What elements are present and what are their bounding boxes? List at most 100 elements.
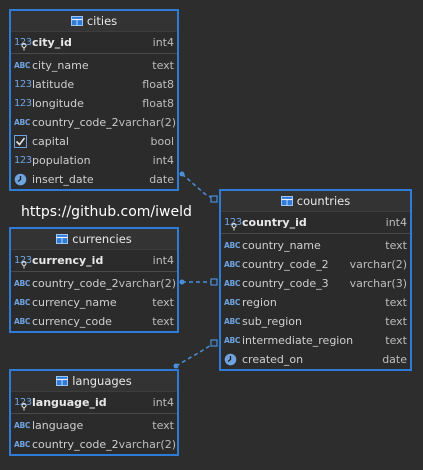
column-name: sub_region <box>242 315 302 328</box>
column-type: text <box>152 315 174 328</box>
table-header[interactable]: languages <box>11 371 177 392</box>
watermark-url: https://github.com/iweld <box>21 204 192 220</box>
column-name: country_code_2 <box>32 277 119 290</box>
column-name: currency_id <box>32 254 104 267</box>
column-type: text <box>385 296 407 309</box>
number-type-icon: 123 <box>14 155 32 166</box>
table-title: currencies <box>72 232 132 246</box>
column-type: text <box>385 315 407 328</box>
column-type: varchar(3) <box>349 277 407 290</box>
column-name: longitude <box>32 97 84 110</box>
link-end-currencies <box>179 279 185 285</box>
column-name: city_name <box>32 59 89 72</box>
table-icon <box>56 376 69 386</box>
column-name: region <box>242 296 277 309</box>
link-end-languages <box>173 363 179 369</box>
text-type-icon: ABC <box>224 279 241 288</box>
primary-key-icon: 123 <box>14 37 32 51</box>
column-type: text <box>385 334 407 347</box>
column-type: varchar(2) <box>118 277 176 290</box>
link-cities-countries <box>181 173 215 200</box>
column-type: int4 <box>152 36 174 49</box>
column-name: latitude <box>32 78 75 91</box>
table-title: languages <box>72 374 132 388</box>
link-languages-countries <box>175 342 215 367</box>
column-name: currency_name <box>32 296 117 309</box>
table-header[interactable]: currencies <box>11 229 177 250</box>
column-name: country_code_2 <box>32 116 119 129</box>
column-name: country_id <box>242 216 307 229</box>
clock-icon <box>14 173 32 186</box>
column-type: date <box>382 353 407 366</box>
link-anchor-countries-2 <box>210 278 218 286</box>
column-type: float8 <box>142 97 174 110</box>
column-type: varchar(2) <box>349 258 407 271</box>
column-row[interactable]: capital bool <box>11 132 177 151</box>
text-type-icon: ABC <box>14 421 31 430</box>
column-type: int4 <box>152 254 174 267</box>
number-type-icon: 123 <box>14 79 32 90</box>
column-name: country_name <box>242 239 321 252</box>
text-type-icon: ABC <box>224 298 241 307</box>
column-type: float8 <box>142 78 174 91</box>
table-header[interactable]: cities <box>11 11 177 32</box>
table-header[interactable]: countries <box>221 191 410 212</box>
primary-key-icon: 123 <box>14 255 32 269</box>
column-type: text <box>152 419 174 432</box>
column-type: bool <box>150 135 175 148</box>
column-name: capital <box>32 135 69 148</box>
text-type-icon: ABC <box>224 336 241 345</box>
column-type: text <box>385 239 407 252</box>
column-type: int4 <box>385 216 407 229</box>
column-name: insert_date <box>32 173 94 186</box>
table-title: countries <box>296 194 351 208</box>
table-icon <box>70 16 83 26</box>
column-type: text <box>152 296 174 309</box>
text-type-icon: ABC <box>224 241 241 250</box>
column-type: varchar(2) <box>118 438 176 451</box>
primary-key-icon: 123 <box>14 397 32 411</box>
table-icon <box>280 196 293 206</box>
column-type: int4 <box>152 154 174 167</box>
text-type-icon: ABC <box>224 317 241 326</box>
text-type-icon: ABC <box>14 317 31 326</box>
column-name: country_code_3 <box>242 277 329 290</box>
link-anchor-countries-3 <box>210 339 218 347</box>
column-name: language_id <box>32 396 107 409</box>
column-type: text <box>152 59 174 72</box>
column-name: city_id <box>32 36 72 49</box>
column-name: language <box>32 419 84 432</box>
primary-key-icon: 123 <box>224 217 242 231</box>
text-type-icon: ABC <box>14 440 31 449</box>
link-anchor-countries-1 <box>210 195 218 203</box>
text-type-icon: ABC <box>14 279 31 288</box>
text-type-icon: ABC <box>14 298 31 307</box>
